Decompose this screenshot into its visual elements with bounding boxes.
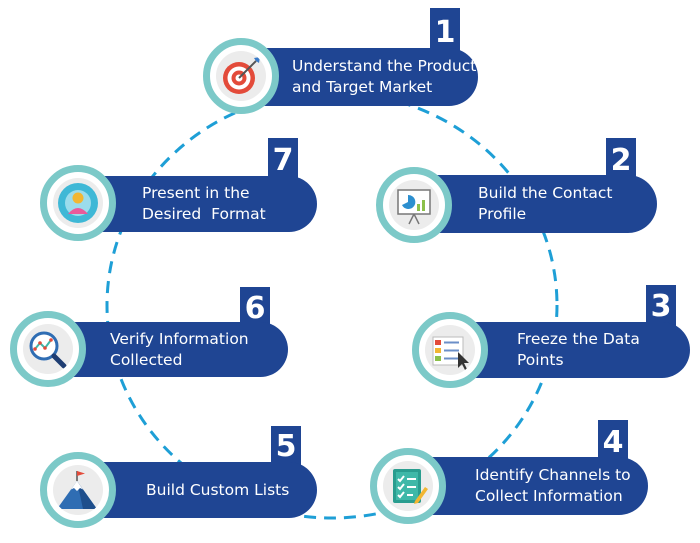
- step-4-icon-circle: [370, 448, 446, 524]
- step-6-label-line1: Verify Information: [110, 329, 249, 348]
- step-6-number: 6: [244, 291, 266, 326]
- step-5-label-line1: Build Custom Lists: [146, 480, 290, 499]
- step-3-pill: [450, 322, 690, 378]
- step-5-icon-circle: [40, 452, 116, 528]
- user-profile-icon: [58, 183, 98, 223]
- clipboard-checklist-icon: [393, 469, 428, 504]
- magnifier-chart-icon: [29, 331, 67, 369]
- step-3-label-line2: Points: [517, 351, 564, 369]
- step-7-label: Present in the Desired Format: [142, 176, 266, 232]
- step-4-number: 4: [602, 425, 624, 460]
- step-1-label: Understand the Product and Target Market: [292, 48, 476, 106]
- step-6-label-line2: Collected: [110, 350, 183, 369]
- step-2-icon-circle: [376, 167, 452, 243]
- presentation-board-icon: [397, 189, 431, 225]
- step-3-label-line1: Freeze the Data: [517, 330, 640, 348]
- step-1-number-tab: [430, 8, 460, 53]
- step-5-number-tab: [271, 426, 301, 468]
- step-5-label: Build Custom Lists: [146, 462, 289, 518]
- step-6-icon-circle: [10, 311, 86, 387]
- step-2-number: 2: [610, 143, 632, 178]
- step-1-number: 1: [434, 15, 456, 50]
- step-2-label-line1: Build the Contact: [478, 184, 613, 202]
- step-7-icon-circle: [40, 165, 116, 241]
- step-5-pill: [80, 462, 317, 518]
- step-7-label-line2: Desired Format: [142, 205, 266, 223]
- step-1-label-line1: Understand the Product: [292, 57, 477, 75]
- step-5-number: 5: [275, 429, 297, 464]
- step-2-label: Build the Contact Profile: [478, 175, 613, 233]
- step-3-number-tab: [646, 285, 676, 329]
- step-7-label-line1: Present in the: [142, 184, 250, 202]
- step-3-number: 3: [650, 289, 672, 324]
- target-icon: [223, 57, 260, 94]
- step-2-pill: [412, 175, 657, 233]
- step-2-label-line2: Profile: [478, 205, 527, 223]
- step-3-icon-circle: [412, 312, 488, 388]
- step-6-label: Verify Information Collected: [110, 322, 249, 377]
- step-4-label-line1: Identify Channels to: [475, 466, 631, 484]
- step-7-number: 7: [272, 143, 294, 178]
- step-1-label-line2: and Target Market: [292, 78, 433, 96]
- mountain-flag-icon: [57, 471, 97, 509]
- step-4-label: Identify Channels to Collect Information: [475, 457, 631, 515]
- step-1-icon-circle: [203, 38, 279, 114]
- checklist-cursor-icon: [432, 336, 469, 370]
- step-7-number-tab: [268, 138, 298, 182]
- step-3-label: Freeze the Data Points: [517, 322, 640, 378]
- step-4-label-line2: Collect Information: [475, 487, 623, 505]
